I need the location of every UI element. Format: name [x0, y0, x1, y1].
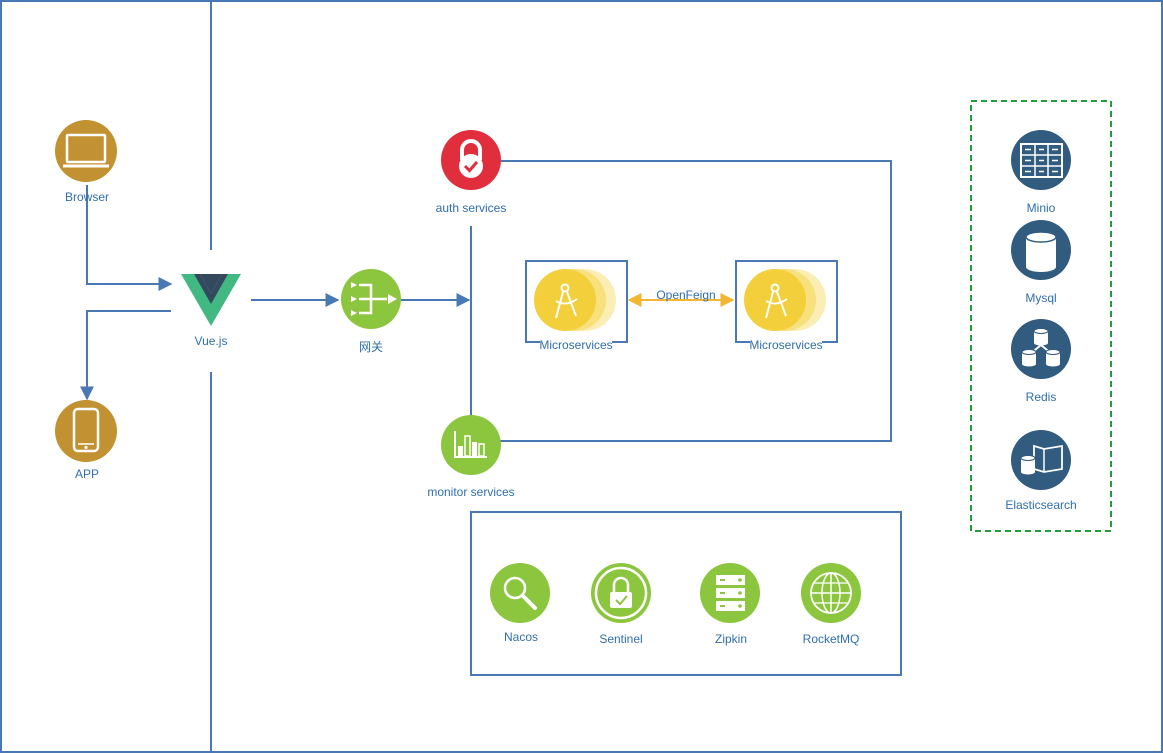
sentinel-label: Sentinel: [599, 632, 643, 646]
browser-label: Browser: [64, 190, 110, 204]
microservice-a-box: [525, 260, 628, 343]
mysql-label: Mysql: [1025, 291, 1057, 305]
storage-box: [970, 100, 1112, 532]
search-icon: [490, 563, 550, 623]
app-label: APP: [74, 467, 100, 481]
microservice-b-box: [735, 260, 838, 343]
vue-logo-icon: [181, 274, 241, 326]
auth-services-label: auth services: [435, 201, 507, 215]
database-book-icon: [1011, 430, 1071, 490]
services-box: [470, 160, 892, 442]
vue-to-app-connector: [80, 310, 171, 401]
openfeign-label: OpenFeign: [656, 288, 716, 302]
compass-icon: [534, 269, 616, 331]
redis-label: Redis: [1025, 390, 1057, 404]
compass-icon: [744, 269, 826, 331]
minio-label: Minio: [1026, 201, 1056, 215]
storage-grid-icon: [1011, 130, 1071, 190]
nacos-label: Nacos: [503, 630, 539, 644]
bar-chart-icon: [441, 415, 501, 475]
zipkin-label: Zipkin: [714, 632, 748, 646]
microservice-a-label: Microservices: [539, 338, 613, 352]
globe-icon: [801, 563, 861, 623]
server-stack-icon: [700, 563, 760, 623]
monitor-services-label: monitor services: [427, 485, 515, 499]
lock-icon: [441, 130, 501, 190]
vue-label: Vue.js: [194, 334, 228, 348]
monitor-icon: [55, 120, 117, 182]
infrastructure-box: [470, 511, 902, 676]
smartphone-icon: [55, 400, 117, 462]
browser-to-vue-connector: [86, 185, 173, 291]
shield-lock-icon: [591, 563, 651, 623]
gateway-label: 网关: [358, 340, 384, 354]
gateway-icon: [341, 269, 401, 329]
database-icon: [1011, 220, 1071, 280]
database-cluster-icon: [1011, 319, 1071, 379]
microservice-b-label: Microservices: [749, 338, 823, 352]
elasticsearch-label: Elasticsearch: [1005, 498, 1077, 512]
rocketmq-label: RocketMQ: [802, 632, 860, 646]
